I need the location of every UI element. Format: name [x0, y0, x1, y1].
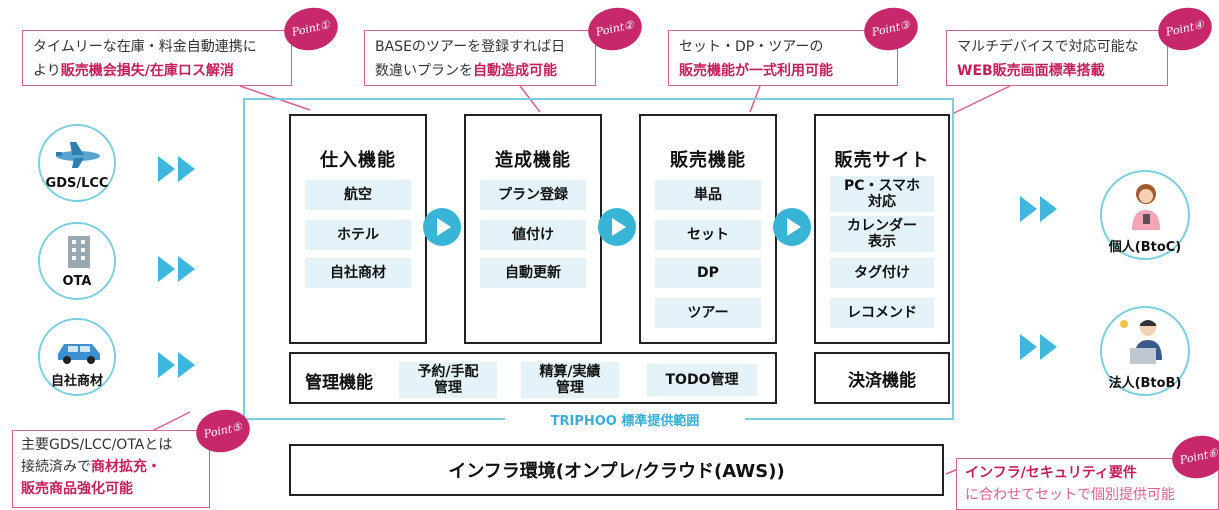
- module-management: 管理機能 予約/手配管理 精算/実績管理 TODO管理: [289, 352, 777, 404]
- management-item: 精算/実績管理: [521, 362, 619, 398]
- double-arrow-icon: [1020, 334, 1062, 360]
- flow-arrow-icon: [423, 208, 461, 246]
- module-sales: 販売機能 単品 セット DP ツアー: [639, 114, 777, 344]
- source-label: OTA: [62, 274, 92, 289]
- module-item: プラン登録: [480, 180, 586, 210]
- target-individual: 個人(BtoC): [1100, 170, 1190, 260]
- management-item: 予約/手配管理: [399, 362, 497, 398]
- module-item: 自社商材: [305, 258, 411, 288]
- module-item: セット: [655, 220, 761, 250]
- source-ota: OTA: [38, 222, 116, 300]
- module-procurement: 仕入機能 航空 ホテル 自社商材: [289, 114, 427, 344]
- callout-text-line1: 主要GDS/LCC/OTAとは: [21, 437, 173, 453]
- connector-5: [149, 411, 191, 433]
- module-item: 単品: [655, 180, 761, 210]
- module-item: ホテル: [305, 220, 411, 250]
- connector-4: [951, 85, 1011, 115]
- double-arrow-icon: [158, 352, 200, 378]
- target-corporate: 法人(BtoB): [1100, 306, 1190, 396]
- callout-highlight: 販売商品強化可能: [21, 481, 133, 497]
- callout-text-line2: に合わせてセットで個別提供可能: [965, 487, 1175, 503]
- target-label: 法人(BtoB): [1108, 376, 1182, 391]
- module-item: 値付け: [480, 220, 586, 250]
- module-item: カレンダー表示: [830, 216, 934, 252]
- callout-highlight: インフラ/セキュリティ要件: [965, 465, 1137, 481]
- building-icon: [68, 236, 90, 268]
- callout-text-line2: 接続済みで: [21, 459, 91, 475]
- flow-arrow-icon: [598, 208, 636, 246]
- callout-text-line1: マルチデバイスで対応可能な: [957, 39, 1139, 55]
- woman-with-phone-icon: [1132, 184, 1160, 230]
- flow-arrow-icon: [773, 208, 811, 246]
- callout-text-line1: BASEのツアーを登録すれば日: [375, 39, 566, 55]
- module-creation: 造成機能 プラン登録 値付け 自動更新: [464, 114, 602, 344]
- module-sales-site: 販売サイト PC・スマホ対応 カレンダー表示 タグ付け レコメンド: [814, 114, 950, 344]
- source-label: 自社商材: [50, 374, 103, 389]
- callout-text-line2: 数違いプランを: [375, 63, 473, 79]
- callout-highlight: 自動造成可能: [473, 63, 557, 79]
- frame-label: TRIPHOO 標準提供範囲: [505, 410, 745, 429]
- target-label: 個人(BtoC): [1108, 240, 1182, 255]
- source-label: GDS/LCC: [45, 176, 109, 191]
- module-item: タグ付け: [830, 258, 934, 288]
- module-item: 航空: [305, 180, 411, 210]
- callout-text-line1: タイムリーな在庫・料金自動連携に: [33, 39, 257, 55]
- infra-box: インフラ環境(オンプレ/クラウド(AWS)): [289, 444, 944, 496]
- callout-point-4: マルチデバイスで対応可能な WEB販売画面標準搭載: [946, 30, 1168, 86]
- module-item: ツアー: [655, 298, 761, 328]
- module-item: PC・スマホ対応: [830, 176, 934, 212]
- callout-highlight: WEB販売画面標準搭載: [957, 63, 1105, 79]
- module-title: 仕入機能: [320, 150, 396, 171]
- module-title: 造成機能: [495, 150, 571, 171]
- module-title: 販売機能: [670, 150, 746, 171]
- car-icon: [58, 344, 100, 364]
- callout-text-line2: より: [33, 63, 61, 79]
- double-arrow-icon: [158, 156, 200, 182]
- callout-point-6: インフラ/セキュリティ要件 に合わせてセットで個別提供可能: [956, 458, 1219, 510]
- callout-point-5: 主要GDS/LCC/OTAとは 接続済みで商材拡充・ 販売商品強化可能: [12, 430, 210, 508]
- callout-point-3: セット・DP・ツアーの 販売機能が一式利用可能: [668, 30, 898, 86]
- callout-highlight: 販売機能が一式利用可能: [679, 63, 833, 79]
- module-item: レコメンド: [830, 298, 934, 328]
- module-item: 自動更新: [480, 258, 586, 288]
- callout-highlight: 販売機会損失/在庫ロス解消: [60, 63, 234, 79]
- businessman-laptop-icon: [1120, 320, 1162, 364]
- module-payment: 決済機能: [814, 352, 950, 404]
- payment-label: 決済機能: [848, 370, 916, 391]
- double-arrow-icon: [158, 256, 200, 282]
- management-title: 管理機能: [305, 373, 373, 393]
- callout-highlight: 商材拡充・: [91, 459, 161, 475]
- module-title: 販売サイト: [834, 150, 930, 171]
- management-item: TODO管理: [647, 364, 757, 396]
- callout-point-1: タイムリーな在庫・料金自動連携に より販売機会損失/在庫ロス解消: [22, 30, 292, 86]
- airplane-icon: [56, 142, 100, 168]
- double-arrow-icon: [1020, 196, 1062, 222]
- callout-text-line1: セット・DP・ツアーの: [679, 39, 824, 55]
- source-gds-lcc: GDS/LCC: [38, 124, 116, 202]
- module-item: DP: [655, 258, 761, 288]
- infra-label: インフラ環境(オンプレ/クラウド(AWS)): [448, 461, 785, 482]
- callout-point-2: BASEのツアーを登録すれば日 数違いプランを自動造成可能: [364, 30, 596, 86]
- source-own-products: 自社商材: [38, 318, 116, 396]
